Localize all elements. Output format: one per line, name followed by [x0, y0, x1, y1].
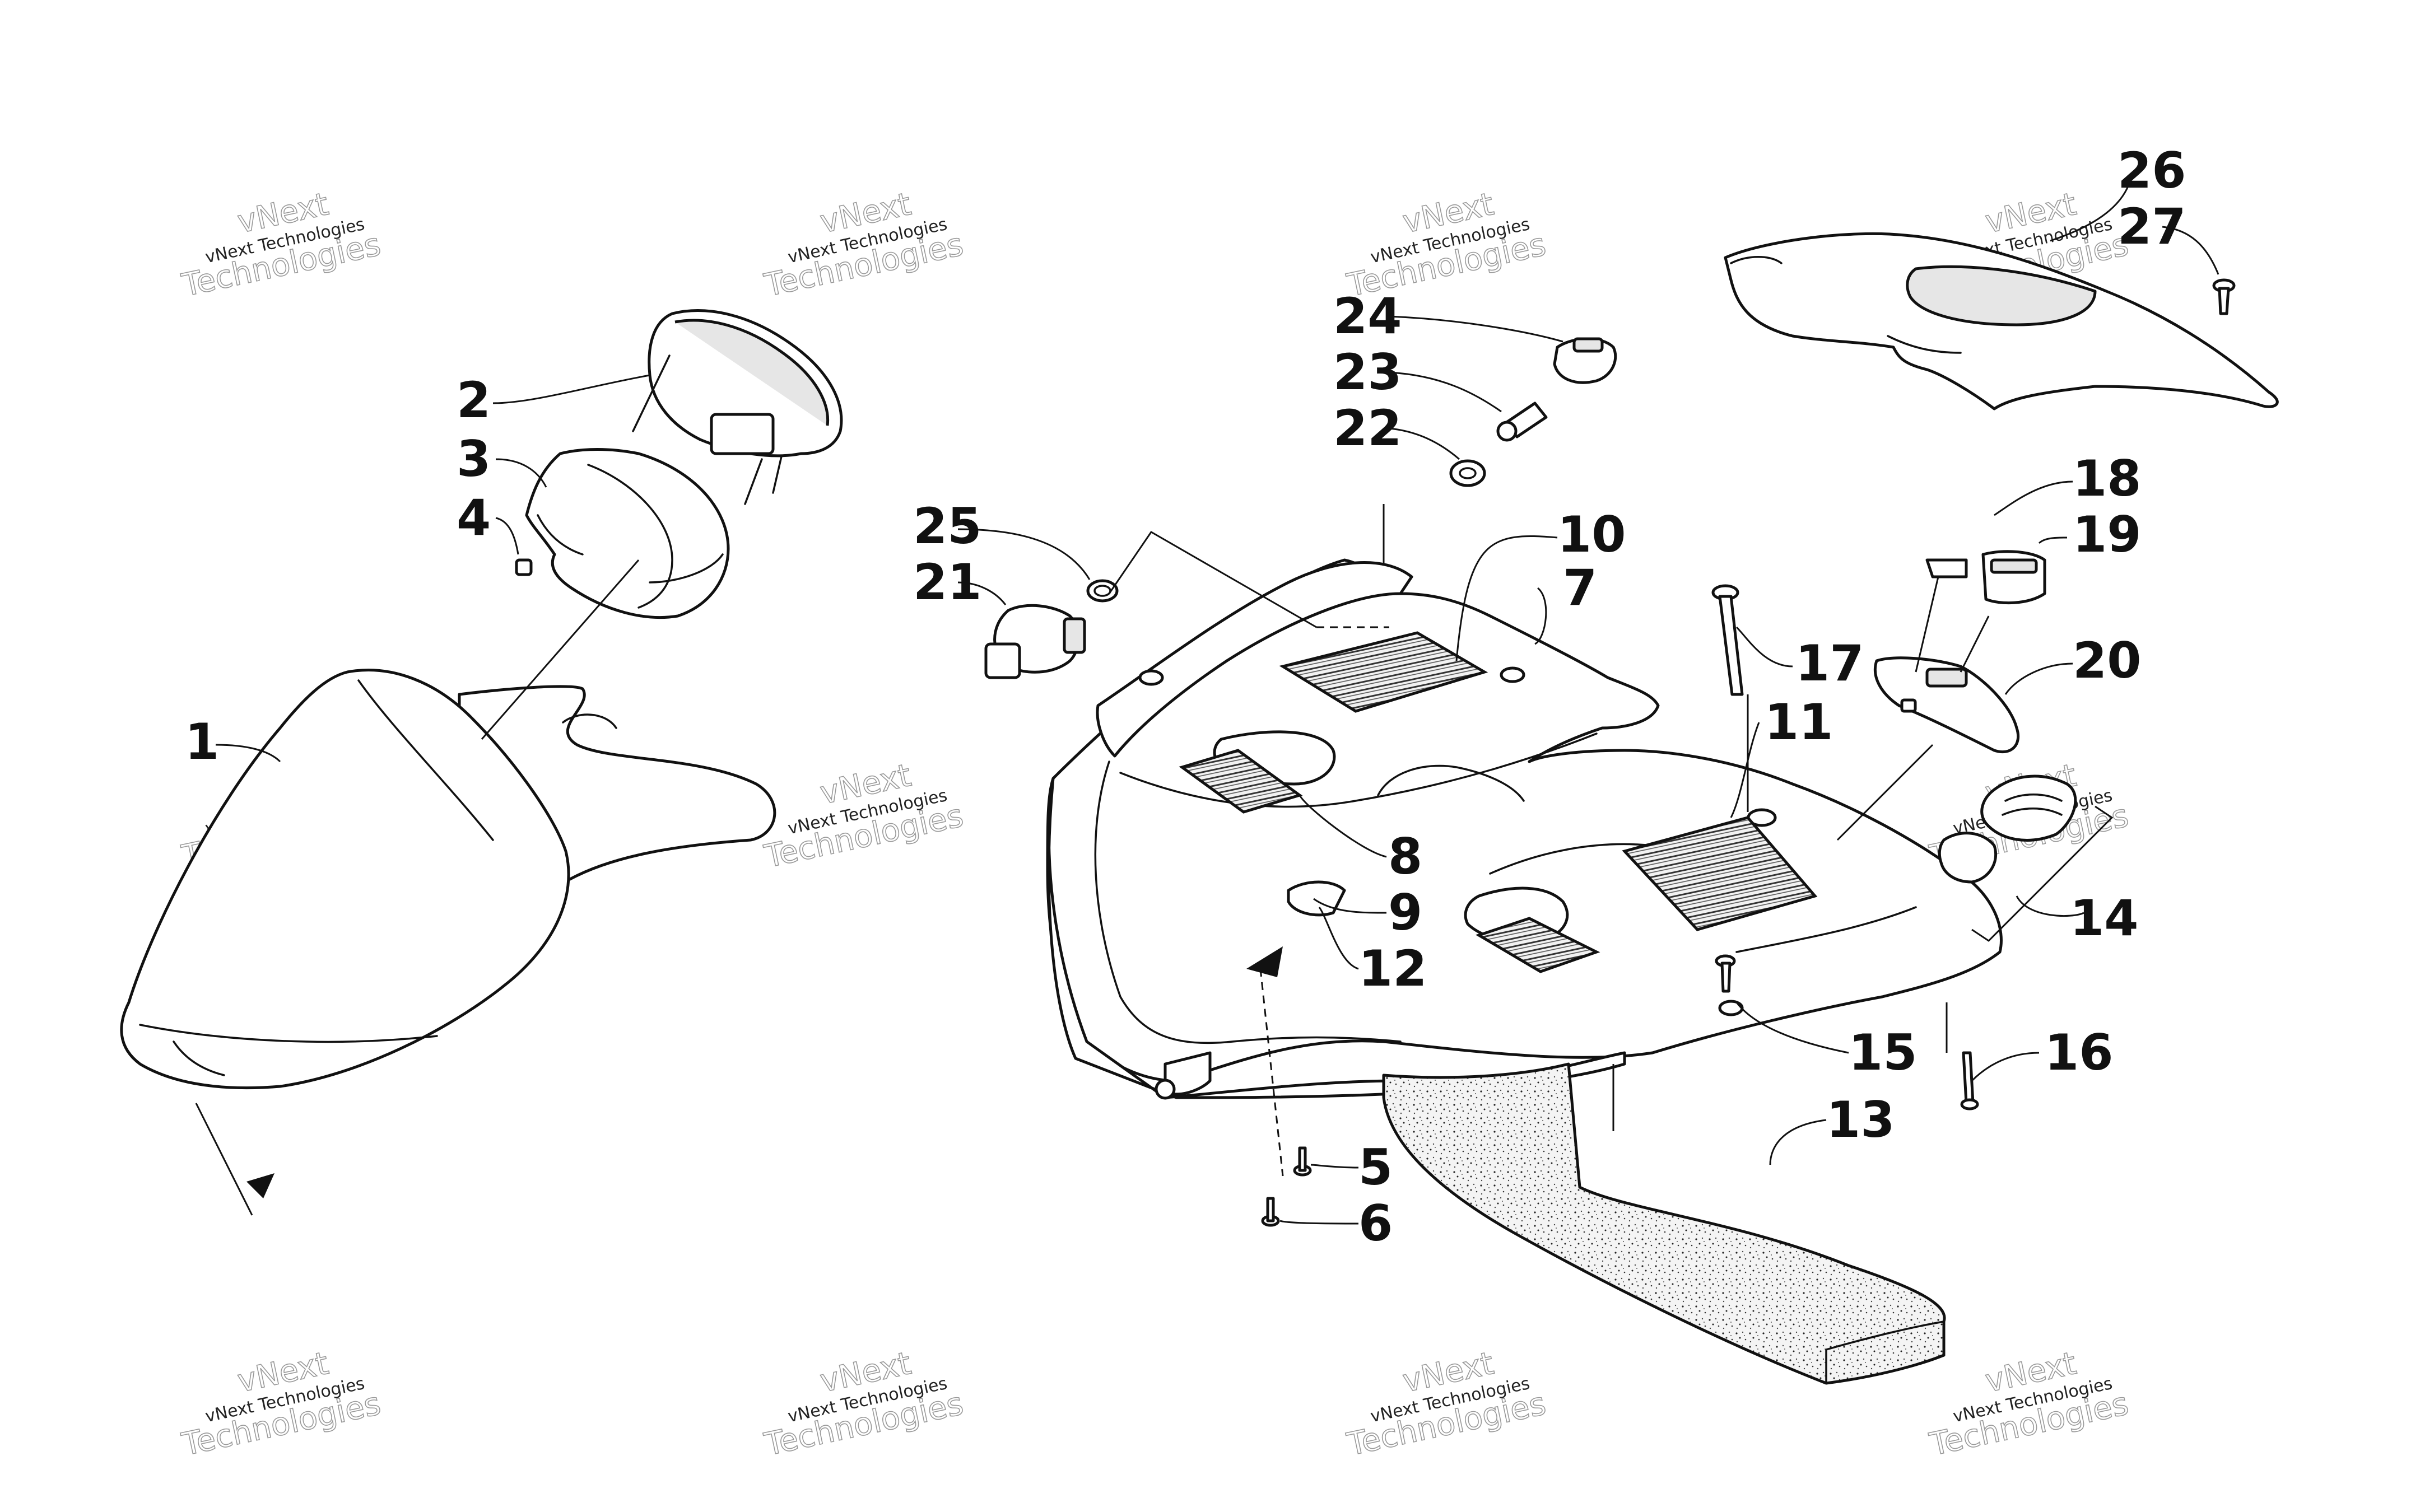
part-27-screw [2212, 278, 2236, 315]
part-22-ring [1449, 459, 1486, 487]
callout-25: 25 [913, 497, 981, 555]
watermark: vNext vNext Technologies Technologies [178, 185, 384, 304]
arrow-marker [246, 1173, 274, 1198]
watermark: vNext vNext Technologies Technologies [178, 1345, 384, 1463]
callout-14: 14 [2070, 889, 2138, 947]
callout-9: 9 [1388, 884, 1422, 941]
leader-lines [195, 184, 2219, 1225]
part-18-switch-clip [1925, 558, 1968, 578]
callout-7: 7 [1563, 559, 1597, 617]
part-11-decal [1622, 816, 1818, 931]
callout-22: 22 [1333, 399, 1402, 457]
callout-labels: 1 2 3 4 5 6 7 8 9 10 11 12 13 14 15 16 1… [185, 142, 2186, 1252]
part-24-key-cap [1553, 337, 1617, 384]
callout-11: 11 [1765, 693, 1833, 751]
callout-5: 5 [1358, 1138, 1393, 1196]
callout-20: 20 [2073, 632, 2141, 689]
part-26-top-shroud [1724, 232, 2279, 410]
part-10-decal [1279, 631, 1488, 713]
callout-6: 6 [1358, 1194, 1393, 1252]
callout-13: 13 [1826, 1091, 1895, 1149]
part-16-screw [1960, 1051, 1979, 1110]
callout-23: 23 [1333, 343, 1402, 401]
watermark: vNext vNext Technologies Technologies [761, 757, 967, 875]
part-6-screw [1261, 1197, 1280, 1227]
part-23-key [1496, 402, 1548, 442]
part-20-switch-plate [1873, 656, 2020, 754]
part-15-screw [1715, 954, 1736, 993]
watermark: vNext vNext Technologies Technologies [1926, 1345, 2132, 1463]
callout-1: 1 [185, 713, 219, 771]
callout-27: 27 [2118, 198, 2186, 255]
callout-24: 24 [1333, 287, 1402, 345]
arrow-marker [1246, 946, 1283, 977]
callout-8: 8 [1388, 828, 1422, 885]
part-2-gauge [632, 309, 843, 505]
part-1-hood-shroud [120, 669, 776, 1090]
part-14-power-socket [1938, 774, 2077, 884]
part-3-gauge-bezel [525, 448, 730, 619]
callout-17: 17 [1795, 634, 1864, 692]
part-13-foam-pad [1382, 1062, 1946, 1385]
part-4-nut [515, 558, 533, 576]
callout-19: 19 [2073, 506, 2141, 563]
callout-21: 21 [913, 553, 981, 611]
callout-3: 3 [457, 430, 491, 488]
part-9-decal [1476, 917, 1600, 973]
part-19-switch [1981, 550, 2046, 604]
part-25-ring [1086, 579, 1119, 603]
watermark: vNext vNext Technologies Technologies [761, 1345, 967, 1463]
watermark: vNext vNext Technologies Technologies [1343, 1345, 1549, 1463]
callout-26: 26 [2118, 142, 2186, 199]
part-21-ignition-switch [984, 604, 1086, 679]
callout-4: 4 [457, 489, 491, 547]
callout-18: 18 [2073, 450, 2141, 507]
callout-2: 2 [457, 371, 491, 429]
part-5-screw [1293, 1146, 1312, 1177]
part-12-patch [1287, 880, 1346, 917]
callout-12: 12 [1358, 940, 1427, 997]
callout-10: 10 [1557, 506, 1626, 563]
direction-arrows [246, 946, 1283, 1198]
part-17-long-bolt [1711, 584, 1744, 696]
watermark: vNext vNext Technologies Technologies [761, 185, 967, 304]
callout-15: 15 [1849, 1024, 1917, 1081]
watermark: vNext vNext Technologies Technologies [1343, 185, 1549, 304]
callout-16: 16 [2045, 1024, 2113, 1081]
